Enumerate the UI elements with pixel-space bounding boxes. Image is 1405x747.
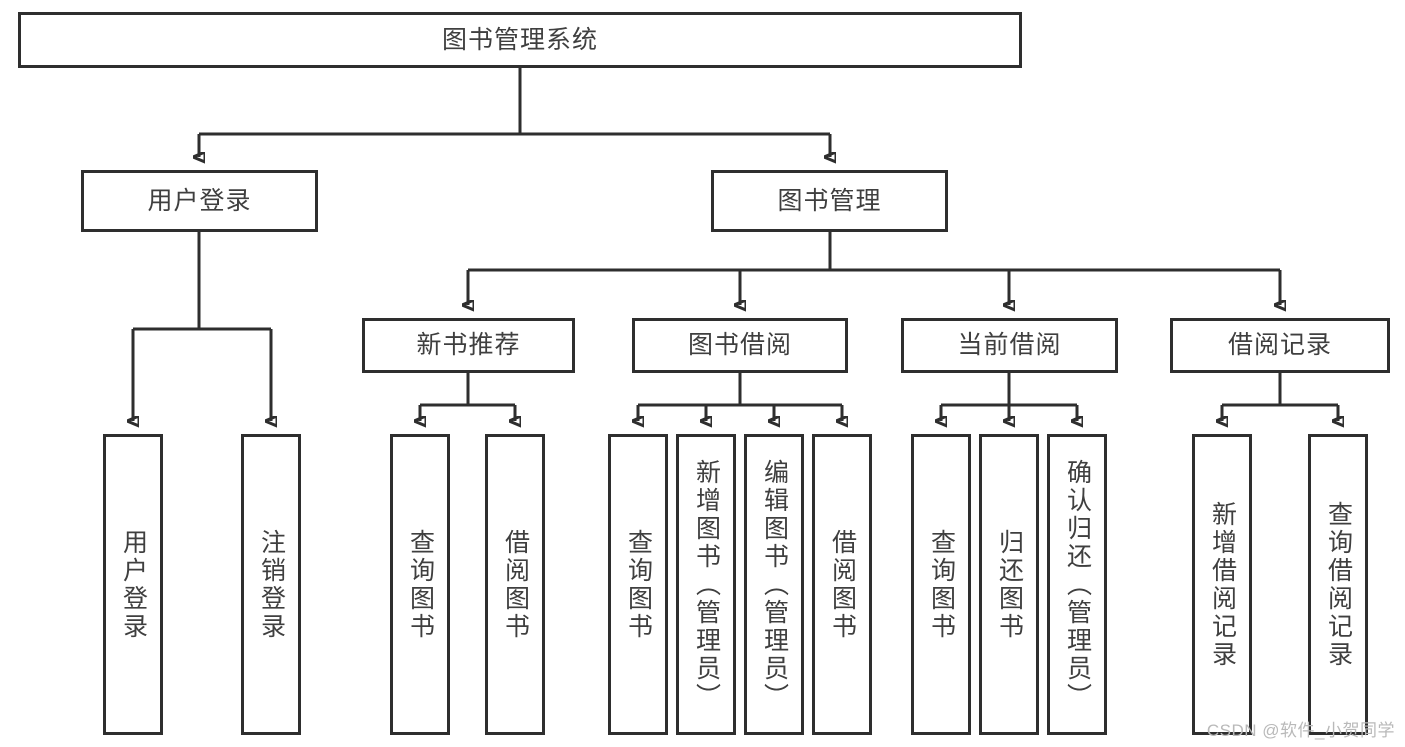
node-label: 归还图书 (995, 528, 1024, 641)
node-label: 图书借阅 (687, 331, 792, 360)
node-label: 借阅图书 (828, 528, 857, 641)
node-user-login[interactable]: 用户登录 (81, 170, 318, 232)
edge-current-to-children (941, 373, 1077, 421)
node-label: 查询图书 (927, 528, 956, 641)
csdn-watermark: CSDN @软件_小贺同学 (1206, 721, 1395, 740)
edge-newbook-to-children (420, 373, 515, 421)
node-label: 当前借阅 (957, 331, 1062, 360)
node-leaf-borrow-book[interactable]: 借阅图书 (812, 434, 872, 735)
edge-record-to-children (1222, 373, 1338, 421)
node-label: 用户登录 (147, 186, 252, 215)
node-leaf-add-borrow-record[interactable]: 新增借阅记录 (1192, 434, 1252, 735)
node-leaf-add-book-admin[interactable]: 新增图书（管理员） (676, 434, 736, 735)
node-leaf-user-login[interactable]: 用户登录 (103, 434, 163, 735)
node-label: 查询图书 (624, 528, 653, 641)
node-new-book-recommend[interactable]: 新书推荐 (362, 318, 575, 373)
node-label: 借阅记录 (1227, 331, 1332, 360)
edge-userlogin-to-children (133, 232, 271, 421)
node-leaf-logout[interactable]: 注销登录 (241, 434, 301, 735)
node-root-library-system[interactable]: 图书管理系统 (18, 12, 1022, 68)
node-label: 图书管理系统 (441, 25, 598, 54)
node-label: 编辑图书（管理员） (760, 458, 789, 711)
node-leaf-edit-book-admin[interactable]: 编辑图书（管理员） (744, 434, 804, 735)
node-book-borrow[interactable]: 图书借阅 (632, 318, 848, 373)
node-label: 查询借阅记录 (1324, 500, 1353, 669)
node-leaf-return-book[interactable]: 归还图书 (979, 434, 1039, 735)
node-leaf-query-borrow-record[interactable]: 查询借阅记录 (1308, 434, 1368, 735)
node-leaf-borrow-book-newbook[interactable]: 借阅图书 (485, 434, 545, 735)
node-label: 新书推荐 (416, 331, 521, 360)
edge-borrow-to-children (638, 373, 842, 421)
node-current-borrow[interactable]: 当前借阅 (901, 318, 1118, 373)
node-label: 新增借阅记录 (1208, 500, 1237, 669)
node-leaf-query-book-current[interactable]: 查询图书 (911, 434, 971, 735)
node-leaf-confirm-return-admin[interactable]: 确认归还（管理员） (1047, 434, 1107, 735)
edge-bookmgmt-to-level3 (468, 232, 1280, 305)
node-label: 新增图书（管理员） (692, 458, 721, 711)
node-label: 确认归还（管理员） (1063, 458, 1092, 711)
node-label: 用户登录 (119, 528, 148, 641)
node-label: 图书管理 (777, 186, 882, 215)
node-leaf-query-book-borrow[interactable]: 查询图书 (608, 434, 668, 735)
node-borrow-record[interactable]: 借阅记录 (1170, 318, 1390, 373)
edge-root-to-level2 (199, 68, 830, 157)
node-leaf-query-book-newbook[interactable]: 查询图书 (390, 434, 450, 735)
node-label: 查询图书 (406, 528, 435, 641)
node-book-management[interactable]: 图书管理 (711, 170, 948, 232)
node-label: 注销登录 (257, 528, 286, 641)
node-label: 借阅图书 (501, 528, 530, 641)
